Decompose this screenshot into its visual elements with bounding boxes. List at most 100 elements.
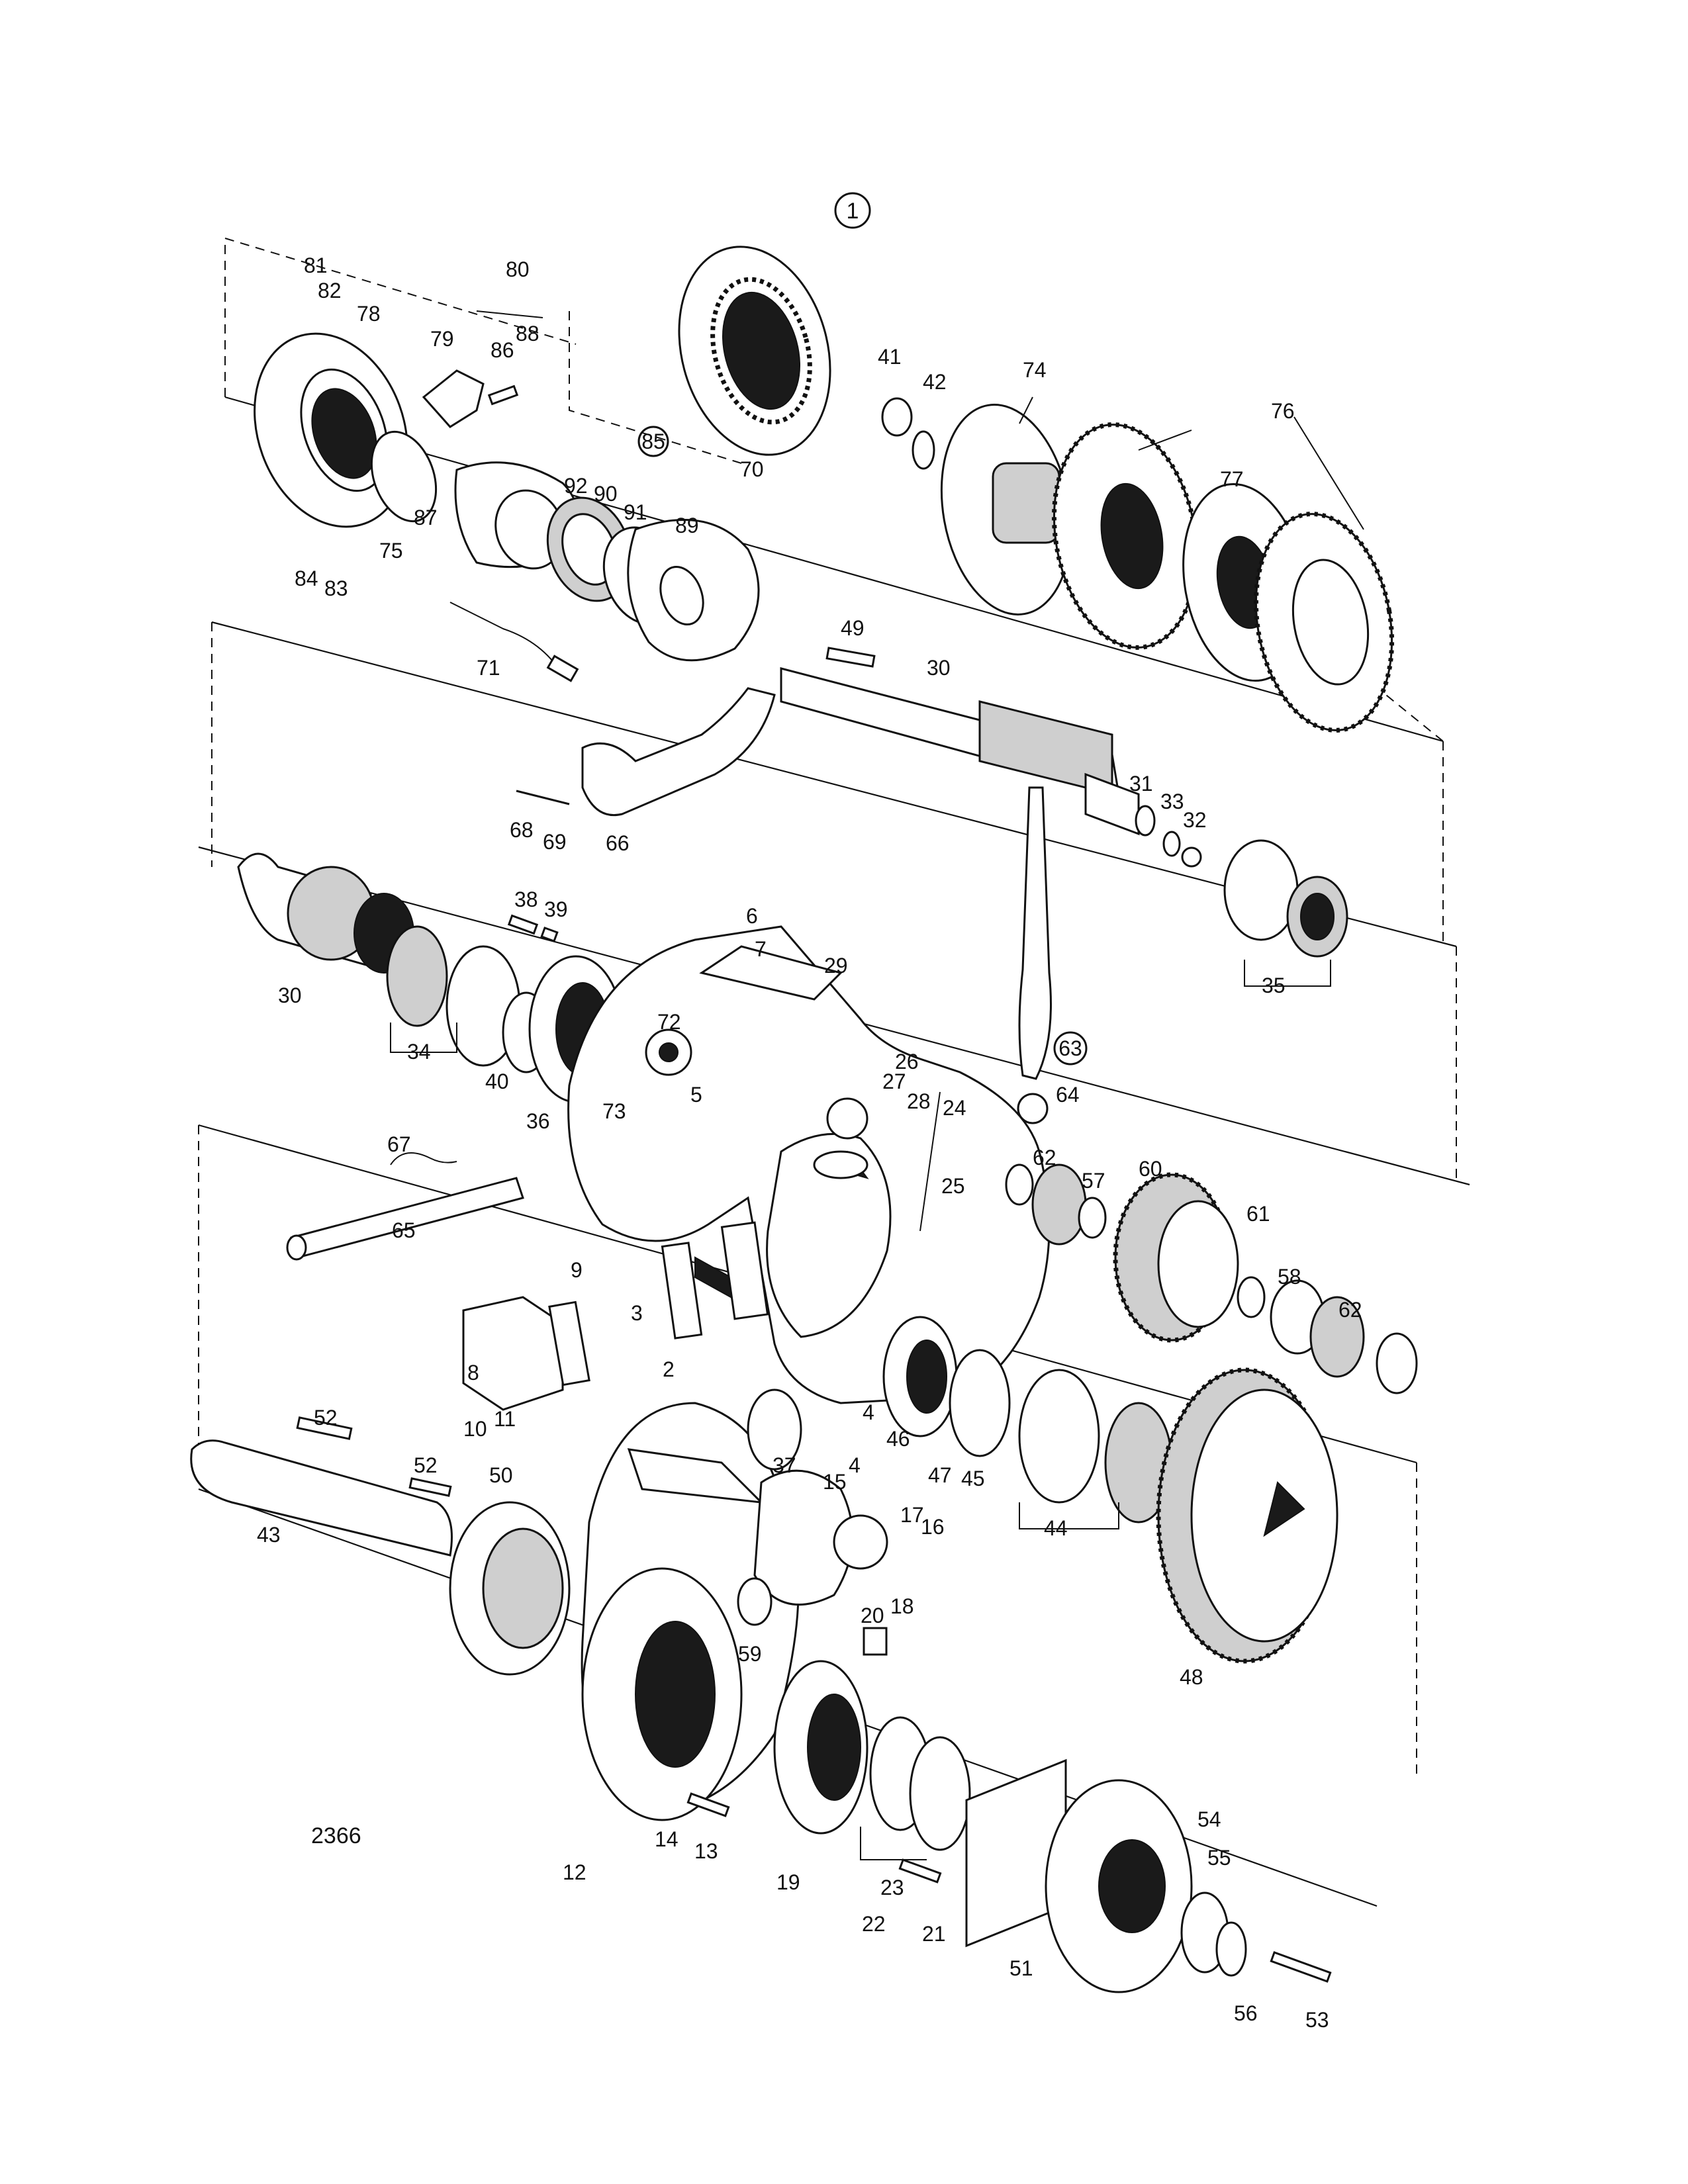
part-label-32: 32 xyxy=(1183,808,1207,832)
part-label-12: 12 xyxy=(563,1860,586,1884)
part-label-18: 18 xyxy=(890,1594,914,1618)
pin-80 xyxy=(476,310,543,318)
part-label-16: 16 xyxy=(921,1515,945,1539)
part-label-82: 82 xyxy=(318,279,342,302)
part-label-57: 57 xyxy=(1082,1169,1105,1193)
part-label-70: 70 xyxy=(740,457,764,481)
pump-cover-15 xyxy=(737,1388,888,1626)
part-label-79: 79 xyxy=(430,327,454,351)
part-label-9: 9 xyxy=(571,1258,583,1282)
part-label-47: 47 xyxy=(928,1463,952,1487)
seal-59 xyxy=(737,1577,773,1626)
bearing-50 xyxy=(449,1501,571,1676)
bolt-21 xyxy=(898,1858,942,1884)
part-label-10: 10 xyxy=(463,1417,487,1441)
part-labels: 2 3 4 4 5 6 7 8 9 10 11 12 13 14 15 16 1… xyxy=(257,253,1362,2032)
shaft-65 xyxy=(286,1177,524,1261)
part-label-37: 37 xyxy=(773,1453,796,1477)
part-label-51: 51 xyxy=(1009,1956,1033,1980)
gasket-37 xyxy=(747,1388,802,1471)
part-label-42: 42 xyxy=(923,370,947,394)
part-label-21: 21 xyxy=(922,1922,946,1946)
part-label-65: 65 xyxy=(392,1218,416,1242)
part-label-31: 31 xyxy=(1129,772,1153,796)
gear-62-b xyxy=(1309,1296,1365,1378)
part-label-13: 13 xyxy=(694,1839,718,1863)
bearing-35 xyxy=(1223,839,1348,958)
part-label-26: 26 xyxy=(895,1050,919,1073)
part-label-4b: 4 xyxy=(849,1453,861,1477)
part-label-81: 81 xyxy=(304,253,328,277)
part-label-68: 68 xyxy=(510,818,534,842)
ring-gear-70 xyxy=(678,246,831,456)
plate-56 xyxy=(1215,1921,1247,1977)
part-label-14: 14 xyxy=(655,1827,679,1851)
lever-63 xyxy=(1017,786,1052,1124)
part-label-30b: 30 xyxy=(278,983,302,1007)
valve-body-9 xyxy=(462,1296,590,1411)
gear-75 xyxy=(311,388,377,479)
part-label-66: 66 xyxy=(606,831,630,855)
part-label-19: 19 xyxy=(776,1870,800,1894)
output-shaft-43 xyxy=(190,1416,453,1557)
part-label-69: 69 xyxy=(543,830,567,854)
washer-39 xyxy=(540,927,559,942)
part-label-33: 33 xyxy=(1160,790,1184,813)
part-label-8: 8 xyxy=(467,1361,479,1385)
bearing-stack-44 xyxy=(882,1316,1173,1524)
gear-cluster-60 xyxy=(1005,1163,1418,1394)
part-label-27: 27 xyxy=(882,1069,906,1093)
part-label-36: 36 xyxy=(526,1109,550,1133)
part-label-88: 88 xyxy=(516,322,539,345)
part-label-85-circle xyxy=(637,426,669,457)
part-label-3: 3 xyxy=(631,1301,643,1325)
part-label-60: 60 xyxy=(1139,1157,1162,1181)
seal-23-b xyxy=(909,1736,971,1851)
part-label-87: 87 xyxy=(414,506,438,529)
part-label-25: 25 xyxy=(941,1174,965,1198)
part-label-29: 29 xyxy=(824,954,848,978)
part-label-91: 91 xyxy=(624,500,647,524)
breather-20 xyxy=(863,1627,888,1656)
part-label-5: 5 xyxy=(690,1083,702,1107)
part-label-28: 28 xyxy=(907,1089,931,1113)
shift-fork-66 xyxy=(516,687,776,817)
gear-62-a xyxy=(1031,1163,1087,1246)
drawing-number: 2366 xyxy=(311,1823,361,1848)
nut-32 xyxy=(1181,846,1202,868)
part-label-64: 64 xyxy=(1056,1083,1080,1107)
group-brackets xyxy=(390,396,1364,1860)
nut-41 xyxy=(881,397,913,437)
part-label-71: 71 xyxy=(477,656,500,680)
part-label-53: 53 xyxy=(1305,2008,1329,2032)
part-label-92: 92 xyxy=(564,474,588,498)
part-label-73: 73 xyxy=(602,1099,626,1123)
hose-71 xyxy=(449,602,563,676)
bearing-cone-34 xyxy=(386,925,448,1027)
cover-6 xyxy=(699,945,843,1001)
part-label-61: 61 xyxy=(1246,1202,1270,1226)
part-label-41: 41 xyxy=(878,345,902,369)
part-label-63: 63 xyxy=(1058,1036,1082,1060)
part-label-59: 59 xyxy=(738,1642,762,1666)
part-label-49: 49 xyxy=(841,616,865,640)
cover-12 xyxy=(581,1402,800,1821)
clip-67 xyxy=(390,1152,457,1165)
part-label-58: 58 xyxy=(1278,1265,1301,1289)
part-label-4a: 4 xyxy=(863,1400,874,1424)
housing-2 xyxy=(567,925,1051,1404)
gear-48 xyxy=(1156,1367,1338,1664)
pump-assembly xyxy=(254,310,760,682)
part-label-62a: 62 xyxy=(1033,1146,1056,1169)
bolt-38 xyxy=(507,914,539,935)
part-label-39: 39 xyxy=(544,897,568,921)
part-label-22: 22 xyxy=(862,1912,886,1936)
part-label-75: 75 xyxy=(379,539,403,563)
part-label-63-circle xyxy=(1053,1031,1088,1066)
part-label-62b: 62 xyxy=(1338,1298,1362,1322)
part-label-7: 7 xyxy=(755,937,767,961)
part-label-15: 15 xyxy=(823,1470,847,1494)
part-label-6: 6 xyxy=(746,904,758,928)
gasket-28 xyxy=(813,1150,868,1179)
part-label-45: 45 xyxy=(961,1467,985,1490)
